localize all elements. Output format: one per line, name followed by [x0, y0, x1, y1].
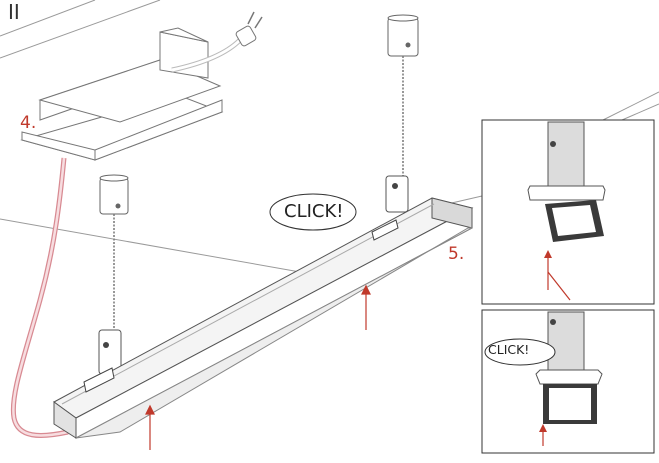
power-plug — [171, 11, 263, 73]
left-suspension — [98, 174, 129, 375]
click-detail-text: CLICK! — [488, 342, 530, 357]
click-detail-bubble — [484, 338, 556, 366]
detail-panel-bottom — [481, 309, 655, 454]
click-callout-bubble — [269, 193, 357, 231]
led-profile — [53, 197, 474, 439]
section-label: II — [8, 0, 20, 24]
detail-panel-top — [481, 119, 655, 305]
driver-box — [20, 27, 224, 161]
right-suspension — [385, 14, 419, 213]
click-callout-text: CLICK! — [284, 201, 344, 222]
feed-cable — [10, 157, 69, 438]
mounting-clips — [83, 219, 399, 393]
push-arrows — [145, 284, 371, 450]
step-4-label: 4. — [20, 113, 37, 133]
step-5-label: 5. — [448, 244, 465, 264]
